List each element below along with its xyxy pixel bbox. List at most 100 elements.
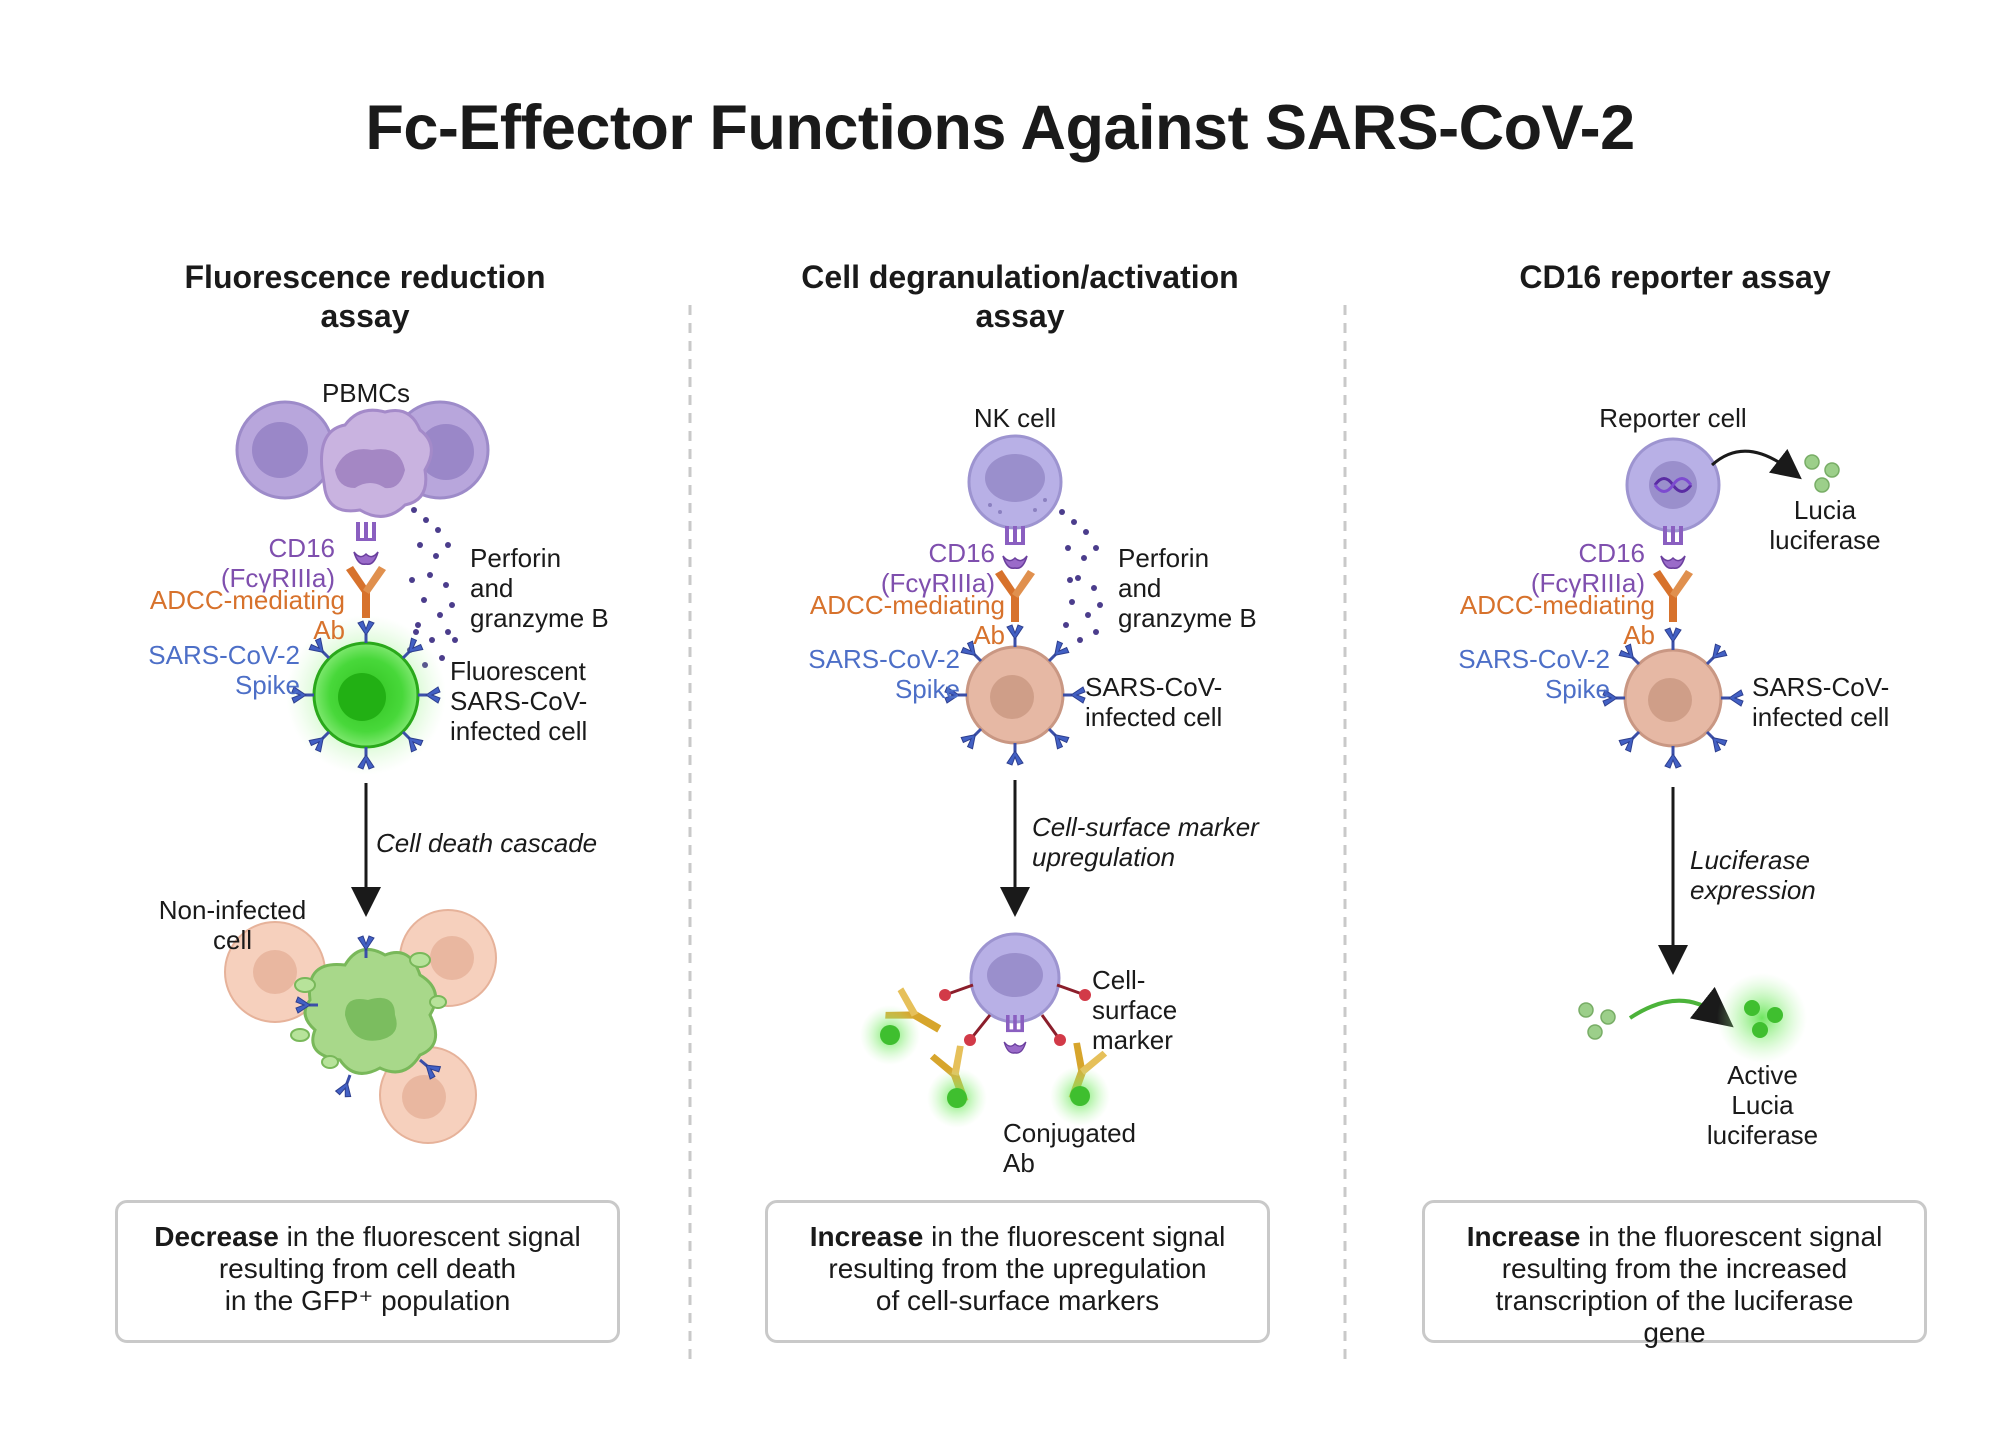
non-infected-line1: Non-infected [158,895,307,925]
result-box-1: Decrease in the fluorescent signal resul… [115,1200,620,1343]
ab-line1: ADCC-mediating [1459,590,1655,620]
spike-line2: Spike [234,670,300,700]
ab-line2: Ab [313,615,345,645]
perforin-line1: Perforin [470,543,562,573]
conjugated-ab-label: Conjugated Ab [1003,1118,1136,1178]
active-line1: Active [1727,1060,1798,1090]
cd16-line2: (FcγRIIIa) [880,568,995,598]
page-title: Fc-Effector Functions Against SARS-CoV-2 [365,93,1635,163]
active-lucia [1717,973,1807,1063]
nk-cell-label: NK cell [973,403,1057,433]
marker-line1: Cell- [1092,965,1146,995]
marker-line2: surface [1092,995,1178,1025]
non-infected-line2: cell [212,925,252,955]
result-1-line3: in the GFP⁺ population [224,1285,511,1316]
ab-line2: Ab [1623,620,1655,650]
ab-line1: ADCC-mediating [809,590,1005,620]
perforin-line2: and [470,573,514,603]
infected-cell-2 [943,623,1087,767]
result-2-line2: resulting from the upregulation [828,1253,1207,1284]
infected-cell-3 [1601,626,1745,770]
panel-1-title: Fluorescence reduction assay [120,258,610,336]
spike-line1: SARS-CoV-2 [1458,644,1610,674]
upregulation-line2: upregulation [1032,842,1176,872]
panel-3-title: CD16 reporter assay [1519,259,1831,295]
result-3-line1: Increase in the fluorescent signal [1425,1221,1924,1253]
result-1-text: in the fluorescent signal [278,1221,581,1252]
lucia-luciferase-label: Lucia luciferase [1750,495,1900,555]
cell-death-label: Cell death cascade [376,828,598,858]
active-line2: Lucia [1731,1090,1794,1120]
spike-line2: Spike [1544,674,1610,704]
target-line2: infected cell [1752,702,1890,732]
cd16-label-2: CD16 (FcγRIIIa) [820,538,995,598]
cd16-line1: CD16 [1578,538,1645,568]
panel-1-title-line1: Fluorescence reduction [184,259,546,295]
luciferase-line2: expression [1690,875,1816,905]
active-lucia-label: Active Lucia luciferase [1690,1060,1835,1150]
activated-nk-cell [939,932,1091,1054]
perforin-line3: granzyme B [1118,603,1257,633]
active-line3: luciferase [1706,1120,1819,1150]
result-2-line3: of cell-surface markers [875,1285,1160,1316]
antibody-label-3: ADCC-mediating Ab [1430,590,1655,650]
result-box-3: Increase in the fluorescent signal resul… [1422,1200,1927,1348]
lucia-line2: luciferase [1769,525,1881,555]
lucia-line1: Lucia [1793,495,1857,525]
gfp-infected-cell [286,615,446,775]
panel-2-title-line1: Cell degranulation/activation [801,259,1239,295]
activation-arrow [1628,986,1734,1028]
spike-line1: SARS-CoV-2 [808,644,960,674]
fluorescent-cell-label: Fluorescent SARS-CoV- infected cell [450,656,587,746]
result-1-line1: Decrease in the fluorescent signal [118,1221,617,1253]
cell-surface-marker-label: Cell- surface marker [1092,965,1177,1055]
result-3-text: in the fluorescent signal [1580,1221,1883,1252]
cd16-line1: CD16 [928,538,995,568]
lucia-dots [1804,454,1840,493]
result-1-bold: Decrease [154,1221,279,1252]
conjugated-antibodies [860,985,1110,1128]
conj-line1: Conjugated [1003,1118,1136,1148]
inactive-lucia [1578,1002,1616,1040]
ab-line1: ADCC-mediating [149,585,345,615]
ab-line2: Ab [973,620,1005,650]
result-3-line3: transcription of the luciferase [1495,1285,1854,1316]
perforin-line3: granzyme B [470,603,609,633]
result-3-line2: resulting from the increased [1501,1253,1848,1284]
perforin-label-1: Perforin and granzyme B [470,543,609,633]
non-infected-label: Non-infected cell [150,895,315,955]
panel-2-title-line2: assay [975,298,1065,334]
conj-line2: Ab [1003,1148,1035,1178]
reporter-cell-label: Reporter cell [1599,403,1747,433]
target-line3: infected cell [450,716,588,746]
panel-1-title-line2: assay [320,298,410,334]
spike-line1: SARS-CoV-2 [148,640,300,670]
luciferase-expression-label: Luciferase expression [1690,845,1816,905]
result-3-line4: gene [1643,1317,1706,1348]
perforin-line2: and [1118,573,1162,603]
spike-label-1: SARS-CoV-2 Spike [120,640,300,700]
infected-cell-label-2: SARS-CoV- infected cell [1085,672,1222,732]
spike-label-3: SARS-CoV-2 Spike [1430,644,1610,704]
result-2-bold: Increase [809,1221,924,1252]
antibody-label-1: ADCC-mediating Ab [120,585,345,645]
secretion-arrow [1710,448,1802,480]
cd16-line2: (FcγRIIIa) [1530,568,1645,598]
cd16-line2: (FcγRIIIa) [220,563,335,593]
cd16-label-1: CD16 (FcγRIIIa) [160,533,335,593]
nk-cell [967,434,1063,530]
upregulation-line1: Cell-surface marker [1032,812,1259,842]
infected-cell-label-3: SARS-CoV- infected cell [1752,672,1889,732]
target-line1: Fluorescent [450,656,586,686]
luciferase-line1: Luciferase [1690,845,1810,875]
result-2-text: in the fluorescent signal [923,1221,1226,1252]
target-line1: SARS-CoV- [1752,672,1890,702]
result-1-line2: resulting from cell death [218,1253,517,1284]
dying-cell [290,934,447,1100]
upregulation-label: Cell-surface marker upregulation [1032,812,1259,872]
spike-label-2: SARS-CoV-2 Spike [780,644,960,704]
perforin-label-2: Perforin and granzyme B [1118,543,1257,633]
result-2-line1: Increase in the fluorescent signal [768,1221,1267,1253]
target-line1: SARS-CoV- [1085,672,1223,702]
